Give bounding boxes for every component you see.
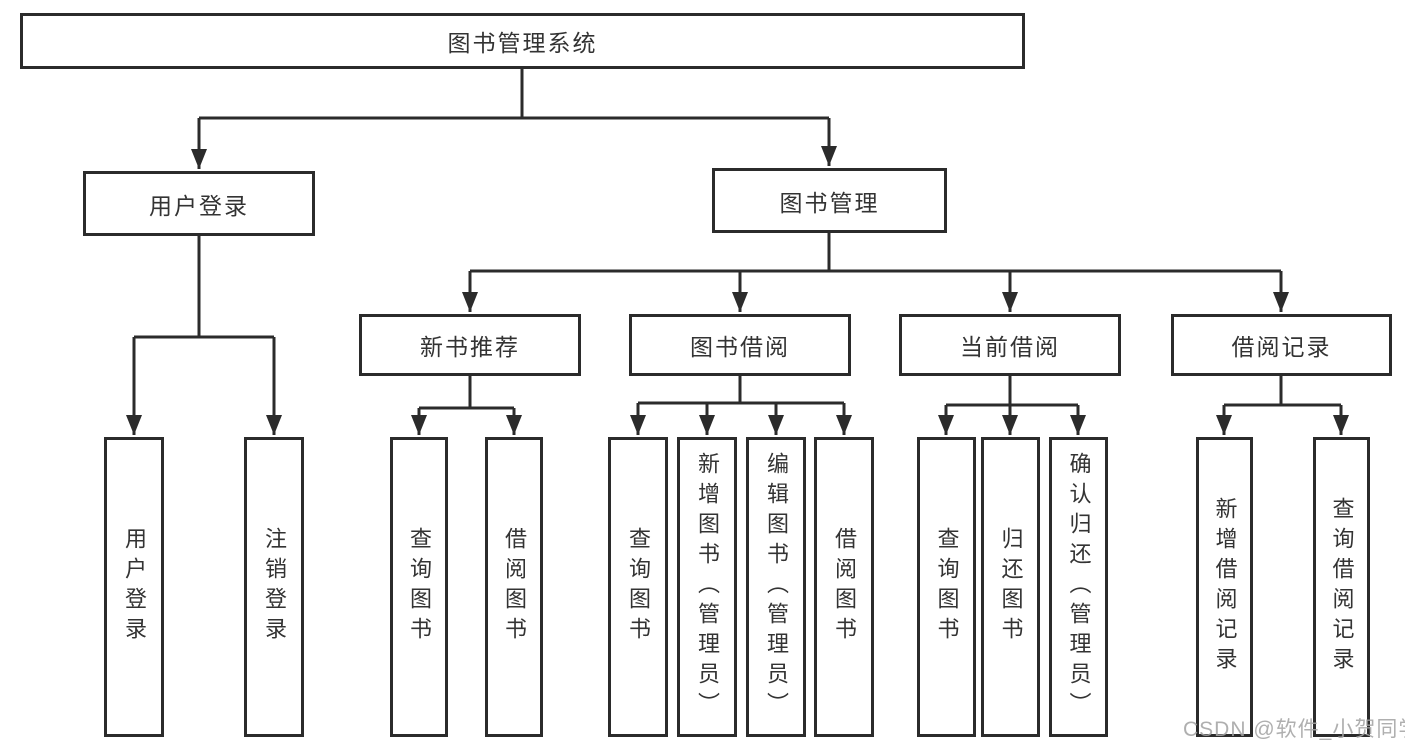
leaf-edit-books-admin: 编辑图书（管理员） [746, 437, 806, 737]
connector-new-book [419, 376, 514, 410]
leaf-query-borrow-record: 查询借阅记录 [1313, 437, 1370, 737]
leaf-label: 查询图书 [934, 527, 960, 647]
leaf-label: 确认归还（管理员） [1066, 452, 1092, 722]
csdn-watermark: CSDN @软件_小贺同学 [1183, 718, 1405, 741]
leaf-add-books-admin: 新增图书（管理员） [677, 437, 737, 737]
leaf-return-books: 归还图书 [981, 437, 1040, 737]
connector-book-borrow [638, 376, 844, 405]
connector-borrow-records [1224, 376, 1341, 407]
leaf-label: 借阅图书 [502, 527, 527, 647]
node-current-borrow: 当前借阅 [899, 314, 1121, 376]
leaf-label: 归还图书 [998, 527, 1024, 647]
leaf-label: 编辑图书（管理员） [764, 452, 789, 722]
leaf-query-books-current: 查询图书 [917, 437, 976, 737]
leaf-user-login: 用户登录 [104, 437, 164, 737]
leaf-label: 查询图书 [407, 527, 432, 647]
leaf-query-books-recommend: 查询图书 [390, 437, 448, 737]
leaf-confirm-return-admin: 确认归还（管理员） [1049, 437, 1108, 737]
node-root-system: 图书管理系统 [20, 13, 1025, 69]
leaf-label: 用户登录 [122, 527, 147, 647]
leaf-borrow-books-recommend: 借阅图书 [485, 437, 543, 737]
leaf-label: 注销登录 [262, 527, 287, 647]
leaf-query-books-borrow: 查询图书 [608, 437, 668, 737]
node-book-management: 图书管理 [712, 168, 947, 233]
node-user-login: 用户登录 [83, 171, 315, 236]
leaf-logout: 注销登录 [244, 437, 304, 737]
connector-root [199, 69, 829, 120]
leaf-label: 查询图书 [626, 527, 651, 647]
leaf-label: 查询借阅记录 [1329, 497, 1355, 677]
connector-book-management [470, 233, 1281, 273]
connector-user-login [134, 236, 274, 339]
leaf-add-borrow-record: 新增借阅记录 [1196, 437, 1253, 737]
leaf-label: 新增图书（管理员） [695, 452, 720, 722]
node-book-borrow: 图书借阅 [629, 314, 851, 376]
connector-current-borrow [946, 376, 1078, 407]
leaf-borrow-books: 借阅图书 [814, 437, 874, 737]
node-new-book-recommend: 新书推荐 [359, 314, 581, 376]
leaf-label: 新增借阅记录 [1212, 497, 1238, 677]
leaf-label: 借阅图书 [832, 527, 857, 647]
node-borrow-records: 借阅记录 [1171, 314, 1392, 376]
